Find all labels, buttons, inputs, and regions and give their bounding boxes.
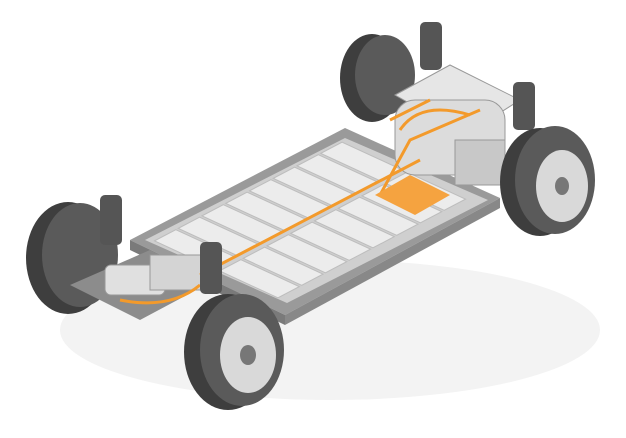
battery-cell bbox=[242, 246, 325, 286]
front-motor-unit bbox=[70, 250, 215, 320]
battery-cell bbox=[218, 259, 301, 299]
battery-cell bbox=[289, 221, 372, 261]
wheel-front-left bbox=[184, 294, 284, 410]
cables bbox=[199, 98, 481, 277]
battery-cell bbox=[337, 196, 420, 236]
wheel-front-right bbox=[500, 126, 595, 236]
rear-motor-unit bbox=[393, 64, 522, 186]
battery-cell bbox=[313, 209, 396, 249]
shock-absorbers bbox=[100, 22, 535, 294]
battery-cell bbox=[265, 234, 348, 274]
junction-box bbox=[375, 175, 450, 215]
